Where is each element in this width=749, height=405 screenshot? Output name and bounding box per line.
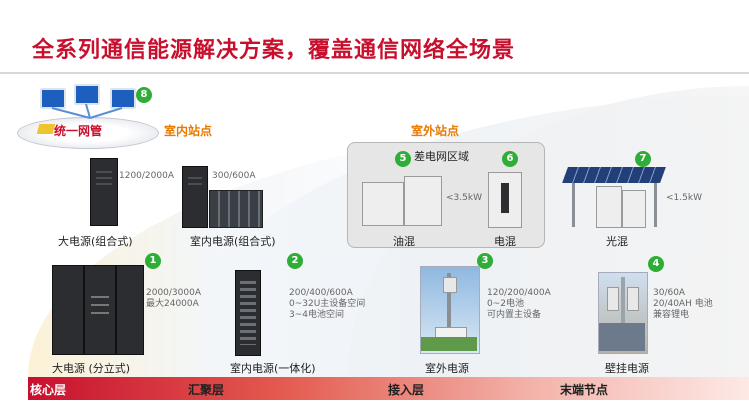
- big-power-combined-spec: 1200/2000A: [119, 171, 174, 181]
- indoor-integrated-cabinet: [235, 270, 261, 356]
- badge-1: 1: [145, 253, 161, 269]
- indoor-power-combined-label: 室内电源(组合式): [190, 235, 276, 248]
- solar-panel-icon: [562, 167, 666, 183]
- indoor-integrated-spec-3: 3~4电池空间: [289, 310, 344, 320]
- network-links-icon: [51, 104, 123, 119]
- solar-hybrid-label: 光混: [606, 235, 628, 248]
- big-power-combined-cabinet: [90, 158, 118, 226]
- oil-hybrid-genset: [362, 182, 404, 226]
- zone-label-indoor: 室内站点: [164, 124, 213, 138]
- oil-hybrid-label: 油混: [393, 235, 415, 248]
- badge-8: 8: [136, 87, 152, 103]
- page-title: 全系列通信能源解决方案，覆盖通信网络全场景: [32, 38, 516, 63]
- indoor-integrated-spec-1: 200/400/600A: [289, 288, 353, 298]
- management-label: 统一网管: [54, 124, 103, 138]
- outdoor-site-photo: [420, 266, 480, 354]
- layer-access: 接入层: [388, 383, 425, 397]
- layer-aggregation: 汇聚层: [188, 383, 225, 397]
- big-power-distributed-cabinet: [52, 265, 84, 355]
- outdoor-power-spec-3: 可内置主设备: [487, 310, 542, 320]
- solar-cabinet: [622, 190, 646, 228]
- layer-edge: 末端节点: [560, 383, 609, 397]
- outdoor-power-spec-2: 0~2电池: [487, 299, 524, 309]
- oil-hybrid-cabinet: [404, 176, 442, 226]
- wall-mount-photo: [598, 272, 648, 354]
- indoor-power-combined-cabinet: [182, 166, 208, 228]
- badge-4: 4: [648, 256, 664, 272]
- layer-core: 核心层: [30, 383, 67, 397]
- big-power-distributed-label: 大电源 (分立式): [52, 362, 131, 375]
- big-power-distributed-cabinet: [116, 265, 144, 355]
- title-divider: [0, 72, 749, 74]
- indoor-integrated-label: 室内电源(一体化): [230, 362, 316, 375]
- wall-mount-spec-3: 兼容锂电: [653, 310, 690, 320]
- indoor-power-combined-spec: 300/600A: [212, 171, 256, 181]
- solar-support: [572, 183, 575, 227]
- monitor-icon: [110, 88, 136, 109]
- big-power-distributed-spec-1: 2000/3000A: [146, 288, 201, 298]
- pencil-icon: [36, 124, 56, 134]
- solar-hybrid-spec: <1.5kW: [666, 193, 702, 203]
- zone-label-outdoor: 室外站点: [411, 124, 460, 138]
- oil-hybrid-spec: <3.5kW: [446, 193, 482, 203]
- badge-6: 6: [502, 151, 518, 167]
- solar-support: [654, 183, 657, 227]
- wall-mount-spec-1: 30/60A: [653, 288, 686, 298]
- outdoor-power-spec-1: 120/200/400A: [487, 288, 551, 298]
- electric-hybrid-cabinet: [488, 172, 522, 228]
- big-power-distributed-spec-2: 最大24000A: [146, 299, 199, 309]
- poor-grid-label: 差电网区域: [414, 150, 469, 163]
- network-layer-bar: [28, 377, 749, 400]
- monitor-icon: [74, 84, 100, 105]
- indoor-integrated-spec-2: 0~32U主设备空间: [289, 299, 366, 309]
- big-power-combined-label: 大电源(组合式): [58, 235, 133, 248]
- solar-cabinet: [596, 186, 622, 228]
- electric-hybrid-label: 电混: [494, 235, 516, 248]
- big-power-distributed-cabinet: [84, 265, 116, 355]
- badge-5: 5: [395, 151, 411, 167]
- badge-3: 3: [477, 253, 493, 269]
- outdoor-power-label: 室外电源: [425, 362, 469, 375]
- wall-mount-spec-2: 20/40AH 电池: [653, 299, 713, 309]
- badge-7: 7: [635, 151, 651, 167]
- badge-2: 2: [287, 253, 303, 269]
- wall-mount-label: 壁挂电源: [605, 362, 649, 375]
- battery-bank: [209, 190, 263, 228]
